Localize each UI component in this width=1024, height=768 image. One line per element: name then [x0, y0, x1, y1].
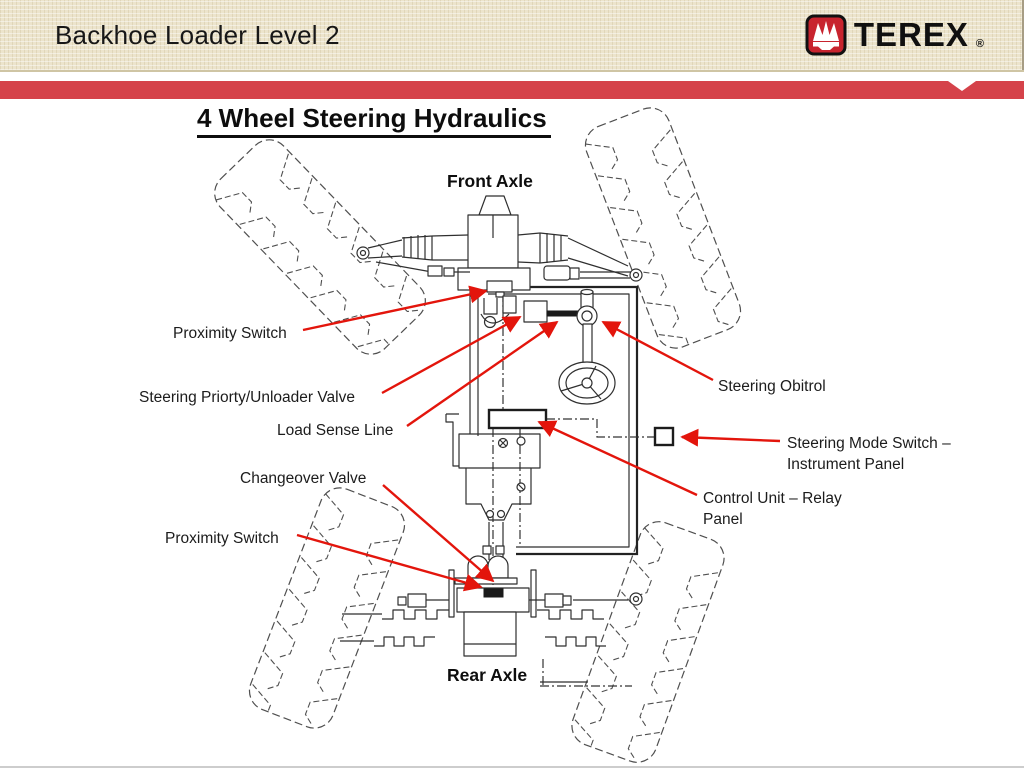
terex-logo: TEREX ® [805, 14, 984, 56]
label-proximity-switch-front: Proximity Switch [173, 325, 287, 342]
label-steering-mode-switch: Steering Mode Switch – Instrument Panel [787, 433, 951, 475]
rear-axle-assembly [340, 555, 643, 683]
label-control-unit-line2: Panel [703, 511, 743, 528]
arrow-load-sense [406, 320, 559, 427]
arrow-control-unit [537, 420, 698, 497]
terex-crown-icon [805, 14, 847, 56]
label-proximity-switch-rear: Proximity Switch [165, 530, 279, 547]
page-title: 4 Wheel Steering Hydraulics [197, 103, 551, 138]
terex-logo-text: TEREX [853, 16, 969, 53]
steering-mode-switch [653, 426, 675, 447]
rear-proximity-switch [483, 588, 504, 598]
label-front-axle: Front Axle [447, 171, 533, 191]
callout-arrows [296, 285, 781, 592]
arrow-obitrol [601, 320, 714, 382]
page-bottom-edge [0, 766, 1024, 768]
load-sense-hose [546, 310, 579, 317]
hydraulic-lines [469, 285, 639, 556]
front-axle-assembly [356, 195, 643, 329]
control-pump-group [445, 408, 548, 560]
label-steering-obitrol: Steering Obitrol [718, 378, 826, 395]
label-changeover-valve: Changeover Valve [240, 470, 367, 487]
front-proximity-switch [486, 280, 513, 293]
arrow-priority-valve [381, 315, 522, 395]
arrow-proximity-front [302, 285, 488, 332]
label-steering-mode-switch-line1: Steering Mode Switch – [787, 435, 951, 452]
control-unit [487, 408, 548, 430]
header-bar: Backhoe Loader Level 2 TEREX ® [0, 0, 1024, 72]
priority-unloader-valve [523, 300, 548, 323]
arrow-changeover [382, 484, 495, 583]
label-steering-priority-valve: Steering Priorty/Unloader Valve [139, 389, 355, 406]
divider-notch-icon [948, 81, 976, 91]
arrow-proximity-rear [296, 533, 483, 592]
label-load-sense-line: Load Sense Line [277, 422, 394, 439]
front-right-tire [580, 102, 751, 366]
arrow-mode-switch [680, 428, 781, 447]
rear-left-tire [239, 482, 410, 746]
label-rear-axle: Rear Axle [447, 665, 528, 685]
divider-accent-bar [0, 81, 1024, 99]
steering-valve-group [523, 288, 616, 405]
steering-orbitrol [558, 288, 616, 405]
registered-mark: ® [975, 38, 984, 50]
label-control-unit: Control Unit – Relay Panel [703, 488, 842, 530]
label-control-unit-line1: Control Unit – Relay [703, 490, 842, 507]
header-title: Backhoe Loader Level 2 [55, 20, 340, 50]
label-steering-mode-switch-line2: Instrument Panel [787, 456, 905, 473]
